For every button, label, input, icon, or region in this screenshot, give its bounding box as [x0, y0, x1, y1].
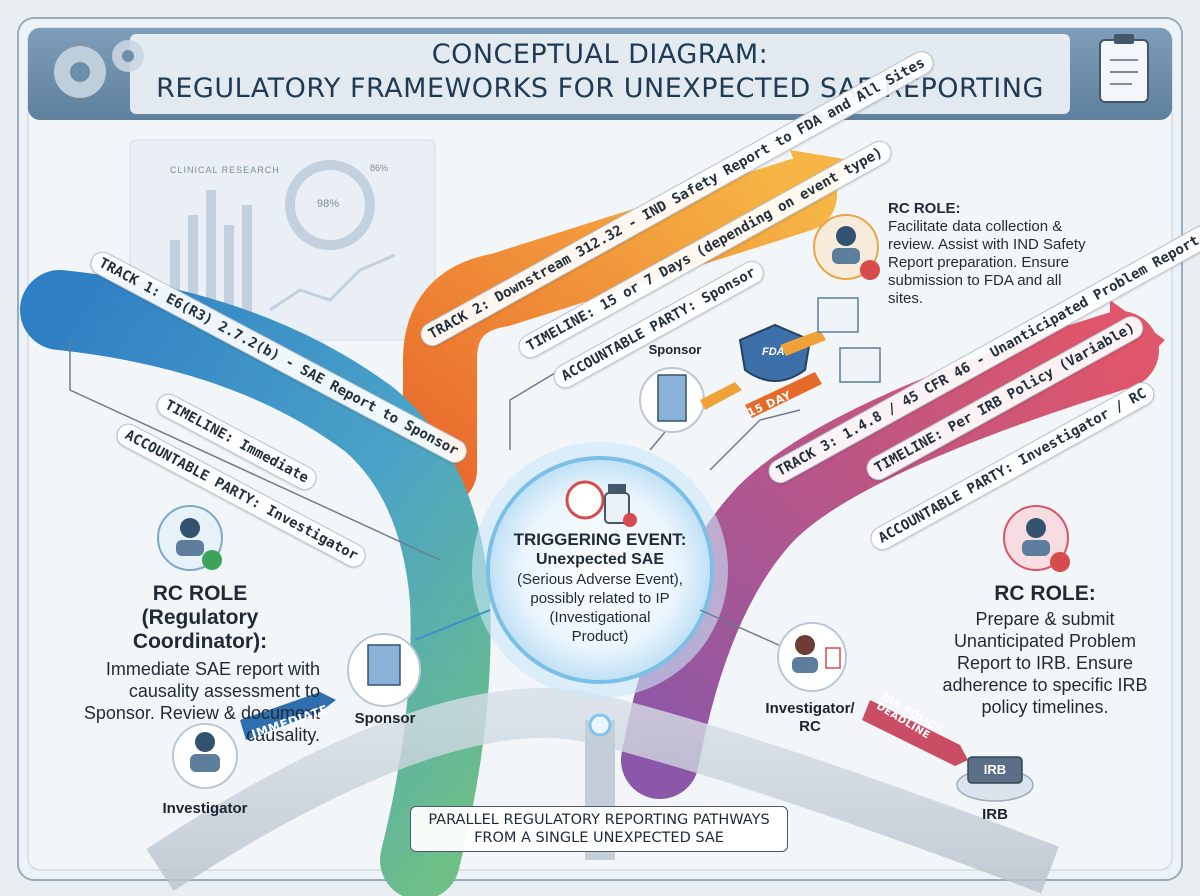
- track3-rc-title: RC ROLE:: [994, 582, 1096, 605]
- irb-label: IRB: [982, 806, 1008, 823]
- fda-label: FDA: [762, 346, 785, 358]
- trigger-line2: (Serious Adverse Event),: [517, 571, 683, 588]
- trigger-circle: [486, 456, 714, 684]
- track2-rc-role: RC ROLE: Facilitate data collection & re…: [888, 200, 1088, 308]
- title-line-2: REGULATORY FRAMEWORKS FOR UNEXPECTED SAE…: [156, 73, 1044, 104]
- investigator-rc-line2: RC: [799, 718, 821, 735]
- trigger-line5: Product): [571, 628, 629, 645]
- junction-node: [588, 713, 612, 737]
- medicine-bottle-icon: [604, 484, 637, 527]
- trigger-line4: (Investigational: [549, 609, 651, 626]
- track1-rc-role: RC ROLE (Regulatory Coordinator): Immedi…: [80, 582, 320, 746]
- investigator-rc-label: Investigator/ RC: [760, 700, 860, 736]
- title-line-1: CONCEPTUAL DIAGRAM:: [431, 39, 769, 70]
- dashboard-percent-small: 86%: [370, 163, 389, 173]
- track1-rc-body: Immediate SAE report with causality asse…: [83, 659, 320, 745]
- fda-shield-icon: [738, 323, 812, 382]
- doctor-icon: [1022, 518, 1050, 556]
- check-icon: [202, 550, 222, 570]
- investigator-rc-line1: Investigator/: [765, 700, 855, 717]
- trigger-line1: Unexpected SAE: [535, 551, 665, 568]
- x-icon: [1050, 552, 1070, 572]
- footer-line1: PARALLEL REGULATORY REPORTING PATHWAYS: [428, 812, 770, 828]
- researcher-icon: [792, 635, 841, 673]
- sponsor-label-track2: Sponsor: [648, 342, 702, 357]
- trigger-line3: possibly related to IP: [530, 590, 670, 607]
- track1-rc-title: RC ROLE: [152, 582, 248, 605]
- irb-building-icon: [967, 756, 1023, 784]
- footer-line2: FROM A SINGLE UNEXPECTED SAE: [474, 830, 724, 846]
- irb-deadline-arrow: [862, 700, 968, 766]
- dashboard-heading: CLINICAL RESEARCH: [170, 165, 280, 175]
- track3-rc-role: RC ROLE: Prepare & submit Unanticipated …: [940, 582, 1150, 718]
- warning-icon: [565, 480, 605, 520]
- clipboard-icon: [1099, 34, 1149, 103]
- trigger-title: TRIGGERING EVENT:: [513, 530, 687, 549]
- x-icon: [860, 260, 880, 280]
- sponsor-label-track1: Sponsor: [354, 710, 416, 727]
- hospital-icon: [839, 347, 881, 383]
- hospital-icon: [367, 644, 401, 686]
- irb-sign: IRB: [983, 762, 1007, 777]
- investigator-label-track1: Investigator: [162, 800, 248, 817]
- doctor-icon: [176, 518, 204, 556]
- footer-caption: PARALLEL REGULATORY REPORTING PATHWAYS F…: [410, 806, 788, 852]
- doctor-icon: [190, 732, 220, 772]
- dashboard-panel: [129, 139, 436, 341]
- immediate-arrow: [240, 692, 336, 740]
- track2-rc-title: RC ROLE:: [888, 200, 961, 217]
- rc-avatar-track2: [813, 214, 879, 280]
- hospital-icon: [817, 297, 859, 333]
- track1-rc-subtitle: (Regulatory Coordinator):: [132, 606, 268, 653]
- building-icon: [657, 374, 687, 422]
- 15-day-arrow: [745, 372, 822, 418]
- doctor-icon: [832, 226, 860, 264]
- dashboard-percent-ring: 98%: [317, 198, 340, 210]
- trigger-event-text: TRIGGERING EVENT: Unexpected SAE (Seriou…: [495, 530, 705, 646]
- track2-rc-body: Facilitate data collection & review. Ass…: [888, 218, 1086, 307]
- track3-rc-body: Prepare & submit Unanticipated Problem R…: [942, 609, 1148, 717]
